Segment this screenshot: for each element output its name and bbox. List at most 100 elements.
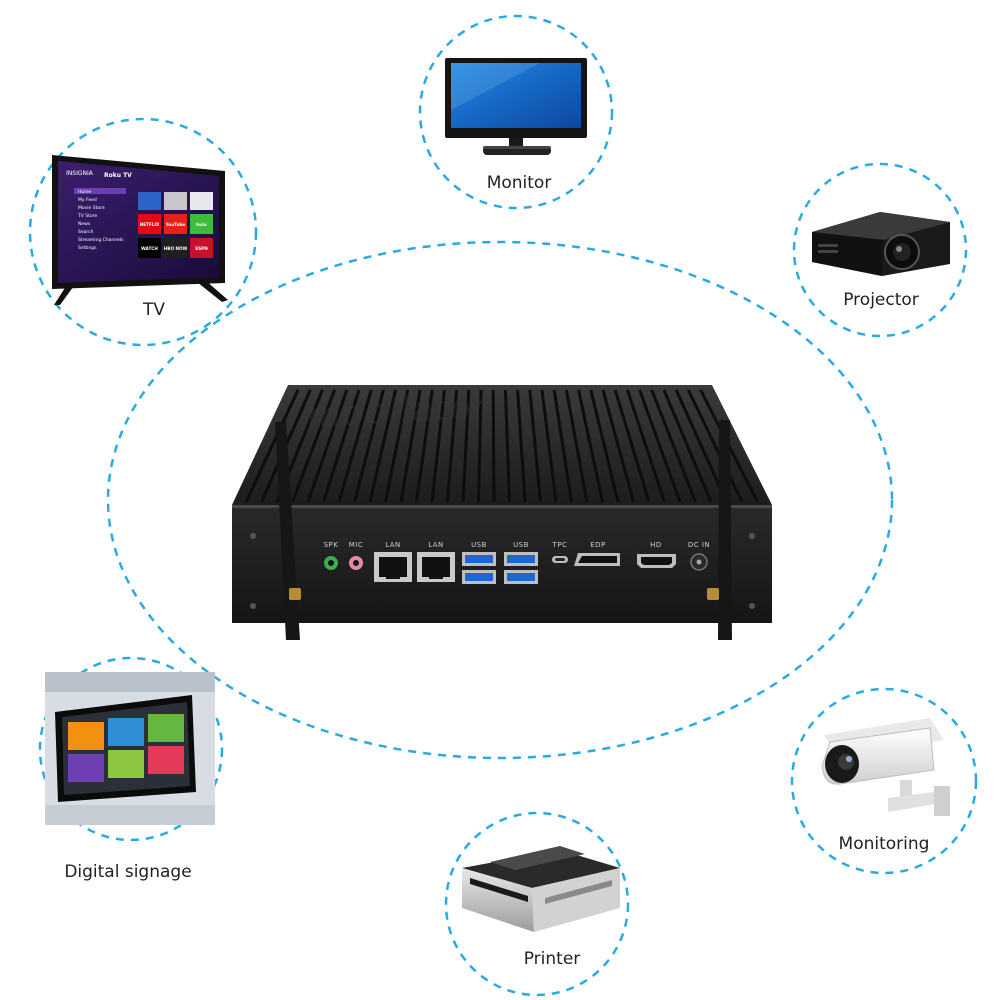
type-c-port bbox=[552, 556, 568, 563]
edp-port bbox=[574, 553, 620, 566]
heatsink-fin bbox=[337, 389, 373, 503]
printer-icon bbox=[462, 846, 620, 932]
heatsink-fin bbox=[415, 389, 434, 503]
tv-menu-item: Home bbox=[78, 189, 92, 195]
heatsink-fin bbox=[430, 389, 446, 503]
heatsink-fin bbox=[399, 389, 422, 503]
printer-label: Printer bbox=[524, 949, 581, 969]
tv-menu-item: TV Store bbox=[77, 213, 97, 219]
printer-node: Printer bbox=[444, 811, 630, 997]
signage-tile bbox=[148, 714, 184, 742]
heatsink-fin bbox=[613, 389, 651, 503]
tv-app-label: hulu bbox=[196, 222, 206, 227]
camera-icon bbox=[821, 718, 950, 816]
heatsink-fin bbox=[674, 389, 728, 503]
heatsink-fin bbox=[625, 389, 666, 503]
monitor-label: Monitor bbox=[487, 173, 552, 193]
usb-port-stack-1 bbox=[462, 552, 496, 584]
spk-jack bbox=[324, 556, 338, 570]
heatsink-fin bbox=[384, 389, 410, 503]
tv-app-label: HBO NOW bbox=[164, 246, 188, 251]
tv-menu-item: Movie Store bbox=[78, 205, 105, 211]
tv-app-tile: NETFLIX bbox=[138, 214, 161, 234]
digital-signage-label: Digital signage bbox=[64, 862, 191, 882]
heatsink-fin bbox=[564, 389, 589, 503]
tv-tile-decor bbox=[190, 192, 213, 210]
usb-port-stack-2 bbox=[504, 552, 538, 584]
heatsink-fin bbox=[322, 389, 361, 503]
tv-app-label: ESPN bbox=[195, 246, 208, 251]
ports bbox=[324, 552, 708, 584]
port-label-lan-1: LAN bbox=[385, 541, 401, 549]
port-label-dc-in: DC IN bbox=[688, 541, 710, 549]
digital-signage-node: Digital signage bbox=[38, 656, 224, 882]
projector-node: Projector bbox=[792, 162, 968, 338]
monitoring-label: Monitoring bbox=[839, 834, 930, 854]
signage-tiles bbox=[68, 714, 184, 782]
port-label-hd: HD bbox=[650, 541, 662, 549]
projector-icon bbox=[812, 212, 950, 276]
heatsink-fin bbox=[638, 389, 682, 503]
signage-tile bbox=[108, 718, 144, 746]
port-label-mic: MIC bbox=[349, 541, 364, 549]
signage-tile bbox=[68, 722, 104, 750]
heatsink-fin bbox=[589, 389, 620, 503]
port-label-tpc: TPC bbox=[552, 541, 568, 549]
port-label-usb-1: USB bbox=[471, 541, 487, 549]
heatsink-fin bbox=[306, 389, 349, 503]
tv-menu-item: My Feed bbox=[78, 197, 97, 203]
digital-signage-icon bbox=[45, 672, 215, 825]
tv-tile-decor bbox=[138, 192, 161, 210]
heatsink-fin bbox=[477, 389, 483, 503]
lan-port-2 bbox=[417, 552, 455, 582]
mini-pc: mobilator SPK MIC LAN LAN USB USB TPC ED… bbox=[232, 385, 772, 640]
tv-menu-item: Streaming Channels bbox=[78, 237, 124, 243]
heatsink-fin bbox=[516, 389, 527, 503]
heatsink-fin bbox=[244, 389, 300, 503]
heatsink-fin bbox=[368, 389, 398, 503]
heatsink-fin bbox=[662, 389, 713, 503]
heatsink-fin bbox=[353, 389, 385, 503]
central-ring bbox=[106, 240, 894, 760]
port-label-spk: SPK bbox=[324, 541, 339, 549]
port-label-lan-2: LAN bbox=[428, 541, 444, 549]
heatsink-fin bbox=[601, 389, 635, 503]
projector-label: Projector bbox=[843, 290, 919, 310]
hdmi-port bbox=[637, 554, 676, 568]
heatsink-fin bbox=[540, 389, 558, 503]
tv-tile-decor bbox=[164, 192, 187, 210]
heatsink-fin bbox=[446, 389, 459, 503]
tv-menu-item: Search bbox=[78, 229, 94, 235]
heatsink-fin bbox=[552, 389, 573, 503]
tv-label: TV bbox=[142, 300, 165, 320]
signage-tile bbox=[148, 746, 184, 774]
tv-app-label: YouTube bbox=[165, 222, 186, 227]
heatsink-fin bbox=[491, 389, 496, 503]
tv-app-tile: YouTube bbox=[164, 214, 187, 234]
antenna-left bbox=[275, 422, 301, 640]
monitor-icon bbox=[445, 58, 587, 155]
heatsink-fin bbox=[461, 389, 471, 503]
tv-menu-item: Settings bbox=[78, 245, 97, 251]
heatsink-fin bbox=[650, 389, 697, 503]
monitoring-node: Monitoring bbox=[790, 687, 978, 875]
tv-app-tile: HBO NOW bbox=[164, 238, 188, 258]
antenna-right bbox=[707, 420, 732, 640]
tv-os: Roku TV bbox=[104, 172, 132, 179]
dc-in-port bbox=[690, 553, 708, 571]
mic-jack bbox=[349, 556, 363, 570]
signage-tile bbox=[108, 750, 144, 778]
monitor-node: Monitor bbox=[418, 14, 614, 210]
port-label-edp: EDP bbox=[590, 541, 606, 549]
tv-app-label: WATCH bbox=[141, 246, 158, 251]
heatsink-fin bbox=[687, 389, 744, 503]
heatsink-fin bbox=[528, 389, 542, 503]
signage-tile bbox=[68, 754, 104, 782]
heatsink-fin bbox=[577, 389, 604, 503]
tv-brand: INSIGNIA bbox=[66, 170, 94, 177]
